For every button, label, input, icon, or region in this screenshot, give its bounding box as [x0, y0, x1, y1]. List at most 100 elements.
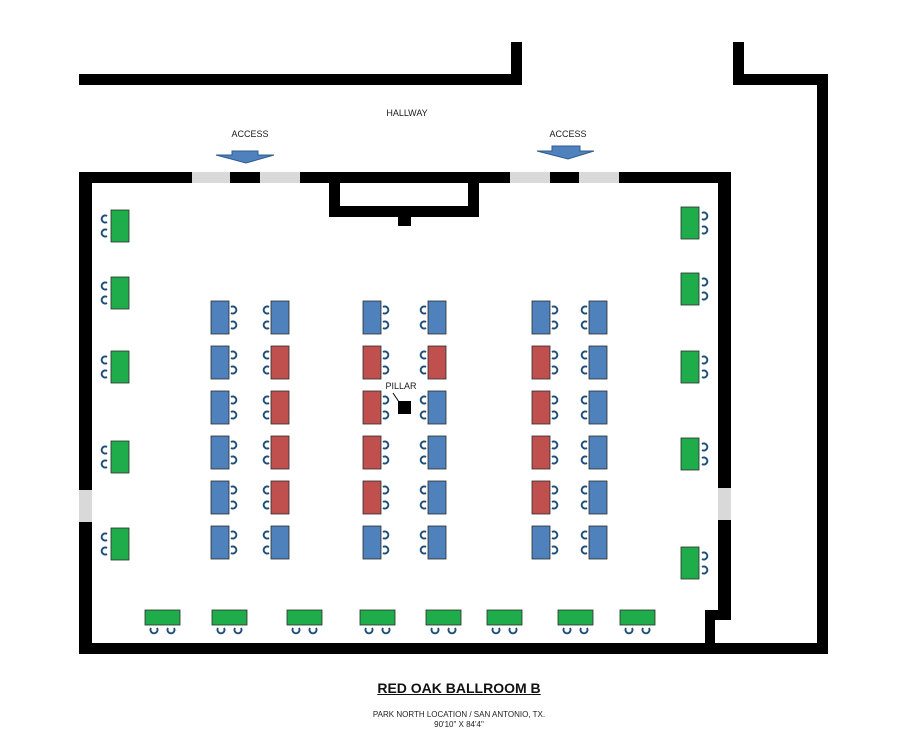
seminar-table [531, 345, 551, 380]
chair-icon [551, 530, 559, 540]
chair-icon [262, 545, 270, 555]
chair-icon [230, 545, 238, 555]
alcove-right [468, 180, 479, 217]
chair-icon [382, 545, 390, 555]
seminar-table [588, 345, 608, 380]
chair-icon [701, 291, 709, 301]
side-table [110, 440, 130, 474]
chair-icon [166, 627, 176, 635]
chair-icon [701, 277, 709, 287]
bottom-table [359, 609, 396, 626]
door-top-3 [510, 172, 550, 183]
chair-icon [562, 627, 572, 635]
chair-icon [230, 530, 238, 540]
dimensions-subtitle: 90'10" X 84'4" [434, 720, 484, 729]
chair-icon [580, 350, 588, 360]
chair-icon [551, 440, 559, 450]
seminar-table [531, 525, 551, 560]
side-table [110, 209, 130, 243]
chair-icon [580, 410, 588, 420]
chair-icon [262, 305, 270, 315]
chair-icon [580, 440, 588, 450]
seminar-table [427, 390, 447, 425]
chair-icon [580, 305, 588, 315]
chair-icon [701, 355, 709, 365]
seminar-table [427, 435, 447, 470]
chair-icon [262, 455, 270, 465]
seminar-table [210, 480, 230, 515]
wall-corner-notch-v [705, 610, 715, 654]
chair-icon [308, 627, 318, 635]
seminar-table [362, 525, 382, 560]
seminar-table [588, 435, 608, 470]
chair-icon [641, 627, 651, 635]
seminar-table [210, 345, 230, 380]
chair-icon [551, 545, 559, 555]
chair-icon [382, 350, 390, 360]
chair-icon [230, 320, 238, 330]
chair-icon [382, 500, 390, 510]
chair-icon [419, 485, 427, 495]
seminar-table [270, 345, 290, 380]
seminar-table [427, 300, 447, 335]
bottom-table [211, 609, 248, 626]
chair-icon [262, 395, 270, 405]
chair-icon [230, 410, 238, 420]
chair-icon [216, 627, 226, 635]
hallway-wall-bottom-right [716, 643, 828, 654]
chair-icon [580, 365, 588, 375]
chair-icon [551, 350, 559, 360]
chair-icon [230, 305, 238, 315]
seminar-table [427, 480, 447, 515]
alcove-bottom [329, 206, 479, 217]
wall-right-b [718, 520, 731, 620]
hallway-walls [79, 42, 828, 654]
chair-icon [100, 228, 108, 238]
chair-icon [230, 350, 238, 360]
hallway-wall-top-right [733, 74, 828, 85]
chair-icon [419, 365, 427, 375]
seminar-table [362, 390, 382, 425]
chair-icon [580, 395, 588, 405]
seminar-table [588, 300, 608, 335]
wall-right-a [718, 172, 731, 488]
side-table [680, 206, 700, 240]
chair-icon [262, 365, 270, 375]
location-subtitle: PARK NORTH LOCATION / SAN ANTONIO, TX. [372, 710, 546, 719]
chair-icon [551, 485, 559, 495]
chair-icon [382, 530, 390, 540]
bottom-table [557, 609, 594, 626]
chair-icon [701, 551, 709, 561]
chair-icon [551, 365, 559, 375]
seminar-table [531, 435, 551, 470]
chair-icon [262, 440, 270, 450]
door-top-4 [579, 172, 619, 183]
chair-icon [419, 395, 427, 405]
chair-icon [100, 532, 108, 542]
access-arrow-left [215, 150, 275, 164]
chair-icon [580, 545, 588, 555]
chair-icon [624, 627, 634, 635]
chair-icon [579, 627, 589, 635]
hallway-wall-top-left [79, 74, 522, 85]
bottom-table [425, 609, 462, 626]
chair-icon [230, 485, 238, 495]
ballroom-walls [79, 172, 731, 654]
chair-icon [419, 545, 427, 555]
chair-icon [580, 485, 588, 495]
chair-icon [580, 320, 588, 330]
door-left [79, 490, 92, 522]
chair-icon [551, 455, 559, 465]
access-arrow-right [536, 145, 595, 160]
seminar-table [270, 300, 290, 335]
side-table [680, 437, 700, 471]
bottom-table [486, 609, 523, 626]
chair-icon [551, 305, 559, 315]
chair-icon [382, 305, 390, 315]
chair-icon [382, 440, 390, 450]
chair-icon [551, 500, 559, 510]
bottom-table [144, 609, 181, 626]
access-label-left: ACCESS [231, 129, 268, 139]
chair-icon [419, 440, 427, 450]
